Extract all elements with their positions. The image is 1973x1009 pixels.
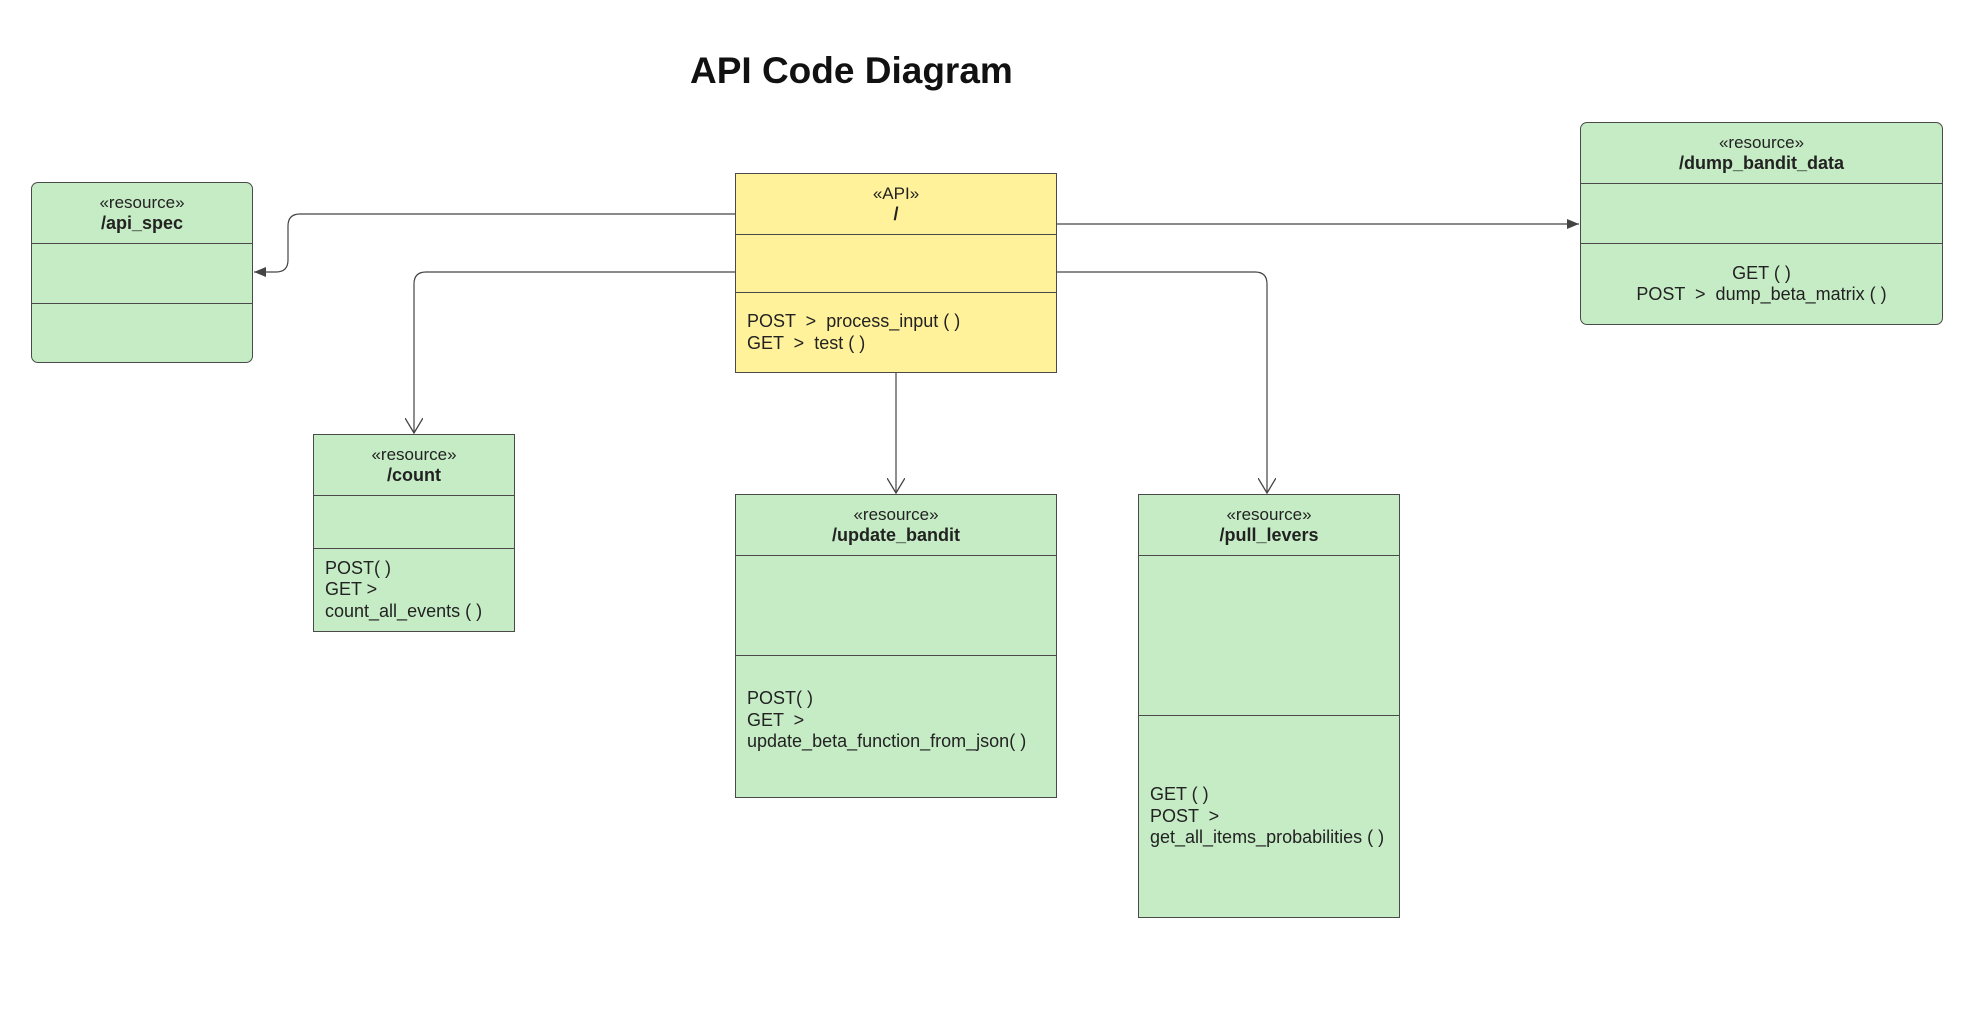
- class-name: /count: [387, 465, 441, 485]
- class-header: «resource» /update_bandit: [736, 495, 1056, 555]
- attributes-section: [736, 234, 1056, 292]
- operation: GET ( ): [1150, 784, 1209, 805]
- attributes-section: [736, 555, 1056, 655]
- attributes-section: [32, 243, 252, 303]
- attributes-section: [1139, 555, 1399, 715]
- operation: GET >: [747, 709, 805, 730]
- class-name: /pull_levers: [1219, 525, 1319, 545]
- edge-api-to-api-spec: [254, 213, 735, 277]
- class-pull-levers[interactable]: «resource» /pull_levers GET ( ) POST > g…: [1138, 494, 1400, 918]
- class-api-spec[interactable]: «resource» /api_spec: [31, 182, 253, 363]
- operation: POST >: [1150, 805, 1220, 826]
- operation: POST > dump_beta_matrix ( ): [1636, 284, 1887, 304]
- operation: update_beta_function_from_json( ): [747, 731, 1027, 752]
- class-name: /api_spec: [100, 213, 184, 233]
- class-dump-bandit-data[interactable]: «resource» /dump_bandit_data GET ( ) POS…: [1580, 122, 1943, 325]
- operation: get_all_items_probabilities ( ): [1150, 827, 1385, 848]
- stereotype-label: «resource»: [1718, 133, 1805, 152]
- stereotype-label: «API»: [872, 184, 920, 203]
- edge-api-to-count: [414, 271, 735, 433]
- operations-section: POST( ) GET > update_beta_function_from_…: [736, 655, 1056, 797]
- operations-section: GET ( ) POST > get_all_items_probabiliti…: [1139, 715, 1399, 917]
- operation: POST > process_input ( ): [747, 311, 961, 331]
- operations-section: GET ( ) POST > dump_beta_matrix ( ): [1581, 243, 1942, 324]
- attributes-section: [1581, 183, 1942, 243]
- attributes-section: [314, 495, 514, 548]
- operations-section: POST( ) GET > count_all_events ( ): [314, 548, 514, 631]
- stereotype-label: «resource»: [99, 193, 185, 212]
- class-header: «resource» /count: [314, 435, 514, 495]
- stereotype-label: «resource»: [1226, 505, 1312, 524]
- edge-api-to-pull-levers: [1057, 271, 1267, 493]
- operation: POST( ): [747, 688, 813, 709]
- operation: POST( ): [325, 557, 391, 578]
- diagram-title: API Code Diagram: [690, 50, 1013, 91]
- class-header: «resource» /api_spec: [32, 183, 252, 243]
- operations-section: [32, 303, 252, 362]
- class-name: /dump_bandit_data: [1678, 153, 1844, 173]
- class-api-root[interactable]: «API» / POST > process_input ( ) GET > t…: [735, 173, 1057, 373]
- class-name: /: [893, 204, 899, 224]
- class-update-bandit[interactable]: «resource» /update_bandit POST( ) GET > …: [735, 494, 1057, 798]
- operation: GET >: [325, 579, 378, 600]
- stereotype-label: «resource»: [371, 445, 457, 464]
- class-count[interactable]: «resource» /count POST( ) GET > count_al…: [313, 434, 515, 632]
- stereotype-label: «resource»: [853, 505, 939, 524]
- class-header: «API» /: [736, 174, 1056, 234]
- operation: GET ( ): [1732, 262, 1791, 283]
- operation: GET > test ( ): [747, 332, 866, 353]
- class-name: /update_bandit: [831, 525, 960, 545]
- operations-section: POST > process_input ( ) GET > test ( ): [736, 292, 1056, 372]
- class-header: «resource» /dump_bandit_data: [1581, 123, 1942, 183]
- operation: count_all_events ( ): [325, 600, 483, 621]
- class-header: «resource» /pull_levers: [1139, 495, 1399, 555]
